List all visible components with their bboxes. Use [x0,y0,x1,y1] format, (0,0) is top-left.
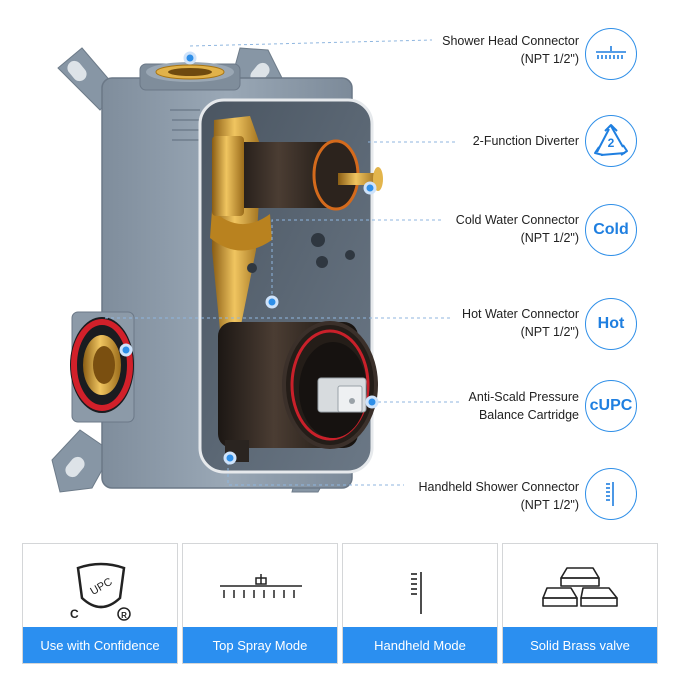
badge-hot-text: Hot [597,315,625,332]
badge-cupc-text: cUPC [589,397,633,414]
feature-card-top-spray: Top Spray Mode [182,543,338,664]
badge-hot: Hot [585,298,637,350]
callout-handheld-line1: Handheld Shower Connector [418,480,579,494]
feature-card-top-spray-label: Top Spray Mode [183,627,337,663]
feature-card-brass-label: Solid Brass valve [503,627,657,663]
callout-cartridge-line2: Balance Cartridge [478,408,579,422]
callout-cartridge-line1: Anti-Scald Pressure [468,390,579,404]
callout-cold: Cold Water Connector (NPT 1/2") [456,211,579,247]
badge-cold: Cold [585,204,637,256]
upc-shield-text: UPC [88,576,114,598]
callout-shower-head: Shower Head Connector (NPT 1/2") [442,32,579,68]
badge-handheld [585,468,637,520]
diverter-badge-number: 2 [608,136,615,150]
handheld-shower-icon [411,572,422,614]
callout-hot-line1: Hot Water Connector [462,307,579,321]
callout-cold-line2: (NPT 1/2") [520,231,579,245]
callout-shower-head-line1: Shower Head Connector [442,34,579,48]
badge-shower-head [585,28,637,80]
badge-cold-text: Cold [593,221,629,238]
callout-cartridge: Anti-Scald Pressure Balance Cartridge [469,388,579,424]
badge-cupc: cUPC [585,380,637,432]
brass-bars-icon [542,567,618,607]
callout-cold-line1: Cold Water Connector [455,213,579,227]
callout-hot: Hot Water Connector (NPT 1/2") [462,305,579,341]
callout-hot-line2: (NPT 1/2") [520,325,579,339]
feature-card-handheld: Handheld Mode [342,543,498,664]
feature-card-brass: Solid Brass valve [502,543,658,664]
badge-diverter: 2 [585,115,637,167]
callout-dots [119,51,379,465]
feature-card-handheld-label: Handheld Mode [343,627,497,663]
feature-card-confidence-label: Use with Confidence [23,627,177,663]
shower-head-icon [220,574,302,598]
handheld-shower-icon [606,482,614,506]
callout-diverter-line1: 2-Function Diverter [472,134,579,148]
shower-head-icon [596,46,626,59]
c-mark: C [70,607,79,621]
upc-shield-icon: UPC C R [70,562,131,621]
callout-handheld-line2: (NPT 1/2") [520,498,579,512]
callout-diverter: 2-Function Diverter [473,132,579,150]
callout-shower-head-line2: (NPT 1/2") [520,52,579,66]
r-mark: R [121,611,127,620]
feature-card-confidence: UPC C R Use with Confidence [22,543,178,664]
callout-handheld: Handheld Shower Connector (NPT 1/2") [418,478,579,514]
recycle-two-icon: 2 [594,124,628,156]
